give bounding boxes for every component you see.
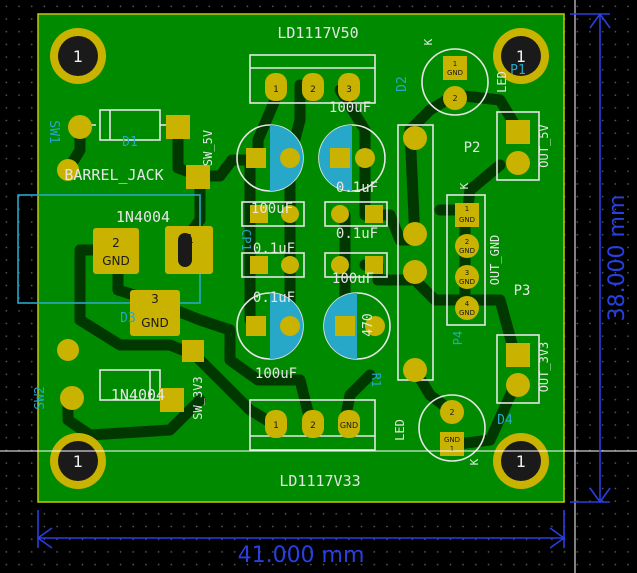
pad-label: 2: [449, 408, 454, 417]
pad-label: GND: [447, 69, 463, 77]
mounting-hole-br: 1: [493, 433, 549, 489]
led-top-label: LED: [495, 71, 509, 93]
pad-label: 1: [273, 85, 279, 95]
cap01b-label: 0.1uF: [336, 226, 378, 242]
pad-label: GND: [340, 421, 358, 430]
diode-top-label: 1N4004: [116, 208, 170, 226]
dimension-height: [570, 12, 611, 504]
mounting-hole-tr: 1: [493, 28, 549, 84]
silkscreen-text: LD1117V50 LD1117V33 BARREL_JACK 1N4004 1…: [64, 24, 551, 490]
pad-label: 2: [465, 238, 469, 246]
mounting-holes: 1 1 1 1: [50, 28, 549, 489]
hole-label: 1: [73, 452, 83, 471]
pad-label: 1: [453, 60, 457, 68]
p3-label: P3: [514, 283, 531, 299]
cap100c-label: 100uF: [332, 271, 374, 287]
pad-label: 3: [465, 269, 469, 277]
dimension-height-label: 38.000 mm: [605, 195, 630, 322]
barrel-label: BARREL_JACK: [64, 166, 163, 184]
pad-label: GND: [459, 216, 475, 224]
pad-label: 4: [465, 300, 470, 308]
hole-label: 1: [73, 47, 83, 66]
cap01d-label: 0.1uF: [253, 290, 295, 306]
cap01c-label: 0.1uF: [253, 241, 295, 257]
pads: 1 2 3 1 2 GND 2 GND 3 GN: [57, 56, 530, 456]
out33-label: OUT_3V3: [537, 342, 551, 393]
dimension-width: [36, 510, 566, 549]
pad-label: GND: [102, 254, 130, 268]
pad-label: 1: [273, 421, 279, 431]
dimension-width-label: 41.000 mm: [238, 543, 365, 568]
mounting-hole-bl: 1: [50, 433, 106, 489]
d4-label: D4: [497, 413, 513, 428]
out5-label: OUT_5V: [537, 124, 551, 167]
cap100d-label: 100uF: [255, 366, 297, 382]
sw5-label: SW_5V: [201, 130, 215, 166]
led-bot-label: LED: [393, 419, 407, 441]
pad-label: 2: [112, 236, 120, 250]
pad-label: GND: [459, 278, 475, 286]
pad-label: 1: [465, 205, 469, 213]
pad-label: 3: [346, 85, 352, 95]
d2-label: D2: [395, 76, 410, 92]
k-mid-label: K: [458, 182, 471, 189]
silkscreen-outlines: [17, 48, 540, 462]
pad-label: 3: [151, 292, 159, 306]
hole-label: 1: [516, 47, 526, 66]
p2-label: P2: [464, 140, 481, 156]
pad-label: GND: [459, 309, 475, 317]
sw2-label: SW2: [33, 386, 48, 409]
c470-label: 470: [361, 313, 376, 336]
pad-label: GND: [459, 247, 475, 255]
hole-label: 1: [516, 452, 526, 471]
sw1-label: SW1: [46, 120, 61, 143]
diode-bot-label: 1N4004: [111, 386, 165, 404]
mounting-hole-tl: 1: [50, 28, 106, 84]
cap100b-label: 100uF: [251, 201, 293, 217]
cp1-label: CP1: [239, 229, 253, 251]
r1-label: R1: [369, 373, 383, 387]
d3-label: D3: [120, 311, 136, 326]
k-top-label: K: [422, 38, 435, 45]
cap01a-label: 0.1uF: [336, 180, 378, 196]
outgnd-label: OUT_GND: [488, 235, 502, 286]
cap100a-label: 100uF: [329, 100, 371, 116]
reg33-label: LD1117V33: [279, 472, 360, 490]
pad-label: 2: [452, 94, 457, 103]
sw33-label: SW_3V3: [191, 376, 205, 419]
pad-label: 2: [310, 421, 316, 431]
pad-label: GND: [141, 316, 169, 330]
d1-label: D1: [122, 135, 138, 150]
pad-label: 1: [186, 232, 194, 246]
k-bot-label: K: [468, 458, 481, 465]
p1-label: P1: [510, 63, 526, 78]
fab-text: SW1 SW2 D1 D2 D3 D4 P1 P4 CP1 R1: [33, 63, 526, 428]
pad-label: 1: [450, 445, 454, 453]
reg5-label: LD1117V50: [277, 24, 358, 42]
pad-label: 2: [310, 85, 316, 95]
pad-label: GND: [444, 436, 460, 444]
p4-label: P4: [451, 331, 465, 345]
